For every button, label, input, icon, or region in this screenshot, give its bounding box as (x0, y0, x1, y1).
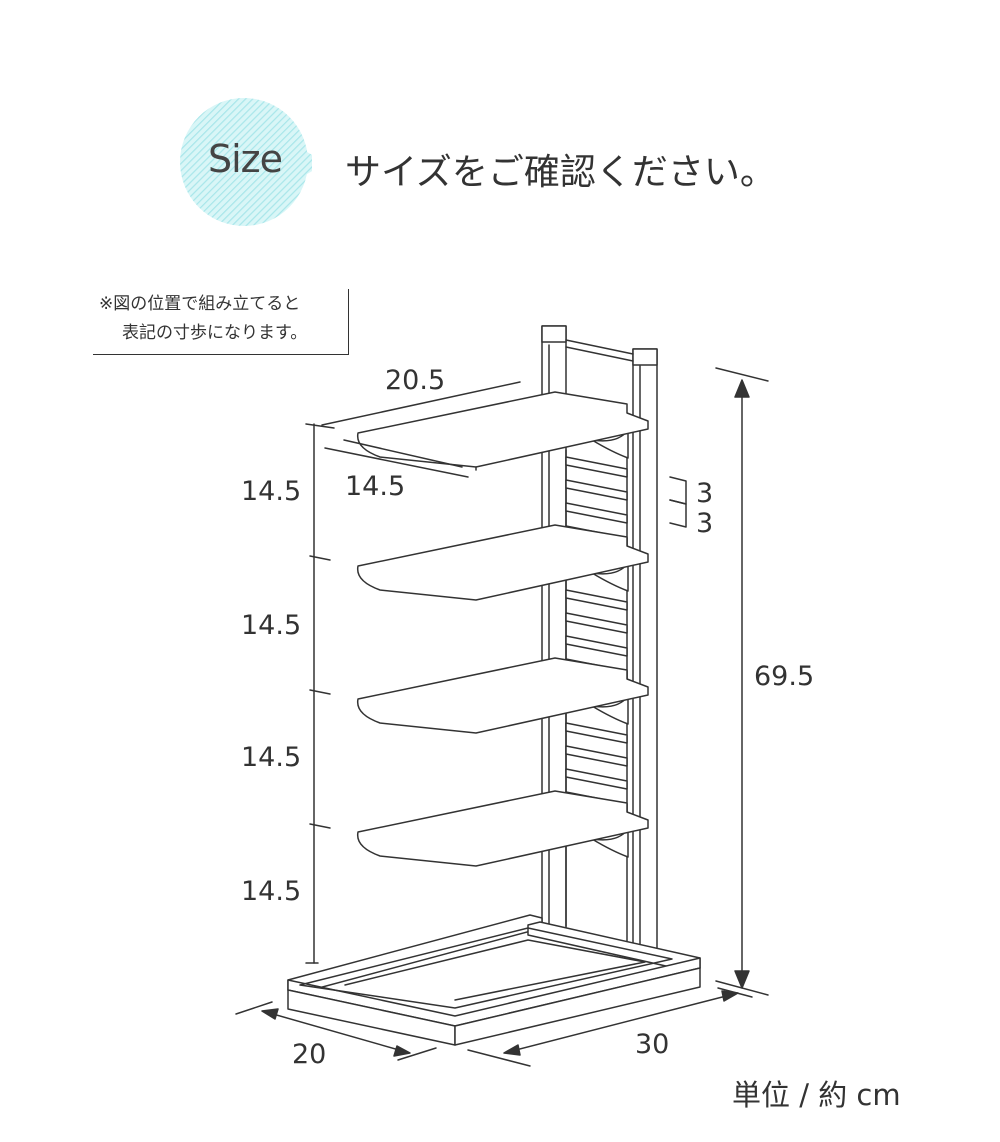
badge-tail (302, 149, 312, 177)
arrow-up (734, 379, 750, 398)
base-width-line (265, 1011, 407, 1053)
size-badge-bubble (180, 98, 312, 226)
ladder-rungs (565, 456, 628, 813)
base-frame (287, 914, 701, 1046)
shelf-brackets (591, 429, 629, 858)
shelf-3 (356, 657, 649, 734)
badge-text: Size (207, 137, 283, 181)
right-post (632, 348, 658, 958)
shelf-width-line (321, 381, 521, 426)
label-spacing-3: 14.5 (241, 742, 302, 773)
label-shelf-width: 20.5 (385, 365, 446, 396)
note-line-2: 表記の寸歩になります。 (122, 323, 308, 343)
label-total-height: 69.5 (754, 661, 815, 692)
label-base-width: 20 (292, 1039, 327, 1070)
adjust-bracket-2 (669, 499, 687, 528)
arrow-down (734, 970, 750, 989)
shelf-4 (356, 790, 649, 867)
shelf-depth-line (324, 447, 469, 478)
note-line-1: ※図の位置で組み立てると (99, 294, 301, 314)
page-title: サイズをご確認ください。 (345, 152, 776, 193)
label-adjust-step-2: 3 (696, 508, 714, 539)
label-base-depth: 30 (635, 1029, 670, 1060)
shelf-2 (356, 524, 649, 601)
shelf-1 (356, 391, 649, 471)
label-spacing-2: 14.5 (241, 610, 302, 641)
unit-label: 単位 / 約 cm (732, 1078, 901, 1112)
label-adjust-step-1: 3 (696, 478, 714, 509)
badge-circle (180, 98, 308, 226)
label-spacing-4: 14.5 (241, 876, 302, 907)
shelves (356, 391, 649, 867)
dimension-lines (235, 367, 769, 1067)
base-depth-line (507, 993, 735, 1053)
label-shelf-depth: 14.5 (345, 471, 406, 502)
note-box (93, 289, 349, 355)
label-spacing-1: 14.5 (241, 476, 302, 507)
